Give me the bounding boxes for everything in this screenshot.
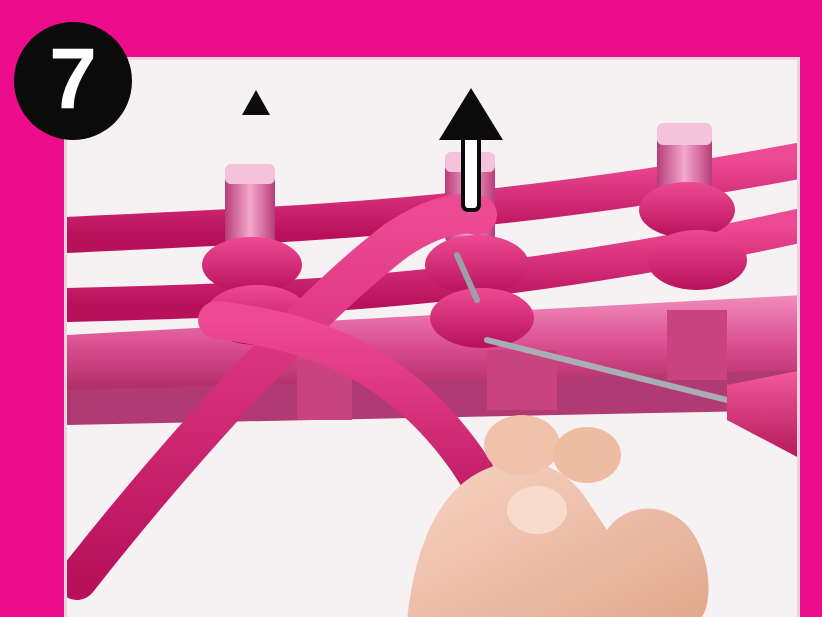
step-number: 7 — [49, 36, 97, 122]
loom-illustration — [67, 60, 800, 617]
step-badge: 7 — [14, 22, 132, 140]
up-triangle-icon — [242, 90, 270, 115]
illustration-panel — [64, 57, 800, 617]
